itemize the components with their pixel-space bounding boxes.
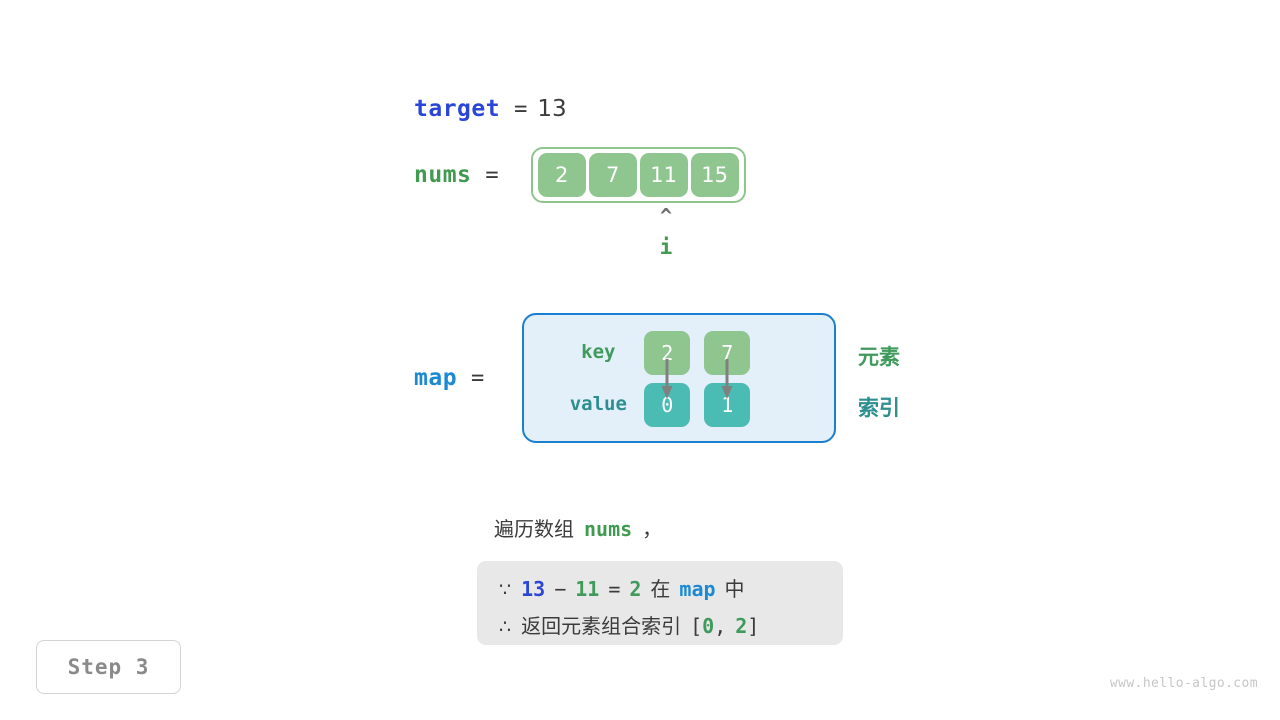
pointer-label-i: i bbox=[659, 235, 673, 259]
watermark: www.hello-algo.com bbox=[1109, 676, 1258, 691]
callout-in-word: 在 bbox=[650, 577, 671, 601]
callout-complement-value: 2 bbox=[629, 577, 642, 601]
target-equals-sign: = bbox=[514, 96, 528, 122]
map-value-cell: 0 bbox=[644, 383, 691, 427]
map-equals-sign: = bbox=[471, 365, 485, 391]
map-variable-name: map bbox=[414, 365, 458, 391]
target-value: 13 bbox=[537, 96, 567, 122]
callout-line-therefore: ∴ 返回元素组合索引 [ 0 , 2 ] bbox=[499, 610, 759, 639]
caret-up-icon: ^ bbox=[659, 204, 673, 228]
narration-prefix: 遍历数组 bbox=[494, 517, 574, 541]
target-row: target = 13 bbox=[414, 92, 567, 126]
map-container: key value 2 7 0 1 bbox=[522, 313, 837, 443]
callout-line-because: ∵ 13 − 11 = 2 在 map 中 bbox=[499, 573, 745, 602]
narration-suffix: ， bbox=[642, 517, 663, 541]
callout-current-value: 11 bbox=[575, 577, 600, 601]
nums-variable-name: nums bbox=[414, 162, 472, 188]
callout-target-value: 13 bbox=[521, 577, 546, 601]
result-comma: , bbox=[714, 614, 727, 638]
side-label-element: 元素 bbox=[858, 345, 900, 369]
key-to-value-arrow-icon bbox=[721, 359, 733, 399]
narration-code-nums: nums bbox=[584, 517, 633, 541]
key-to-value-arrow-icon bbox=[661, 359, 673, 399]
step-badge: Step 3 bbox=[36, 640, 181, 694]
map-value-row-label: value bbox=[569, 393, 627, 415]
result-index-0: 0 bbox=[702, 614, 715, 638]
nums-array-container: 2 7 11 15 bbox=[530, 147, 746, 203]
array-cell: 11 bbox=[639, 153, 688, 197]
side-label-index: 索引 bbox=[858, 396, 900, 420]
therefore-symbol: ∴ bbox=[499, 616, 512, 638]
bracket-open: [ bbox=[690, 614, 703, 638]
array-cell: 2 bbox=[537, 153, 586, 197]
map-value-cell: 1 bbox=[704, 383, 751, 427]
array-cell: 7 bbox=[588, 153, 637, 197]
narration-line: 遍历数组 nums ， bbox=[494, 513, 662, 542]
nums-equals-sign: = bbox=[485, 162, 499, 188]
because-symbol: ∵ bbox=[499, 579, 512, 601]
callout-equals-sign: = bbox=[608, 577, 621, 601]
conclusion-callout-box: ∵ 13 − 11 = 2 在 map 中 ∴ 返回元素组合索引 [ 0 , 2… bbox=[477, 561, 843, 645]
callout-map-word: map bbox=[679, 577, 716, 601]
callout-result-text: 返回元素组合索引 bbox=[521, 614, 682, 638]
result-index-1: 2 bbox=[735, 614, 748, 638]
bracket-close: ] bbox=[747, 614, 760, 638]
nums-row: nums = 2 7 11 15 bbox=[414, 147, 746, 203]
target-variable-name: target bbox=[414, 96, 501, 122]
array-cell: 15 bbox=[690, 153, 739, 197]
callout-minus-sign: − bbox=[554, 577, 567, 601]
callout-tail-word: 中 bbox=[724, 577, 745, 601]
map-key-row-label: key bbox=[581, 341, 616, 363]
map-row: map = key value 2 7 0 1 bbox=[414, 313, 837, 443]
index-pointer-group: ^ i bbox=[643, 206, 689, 260]
